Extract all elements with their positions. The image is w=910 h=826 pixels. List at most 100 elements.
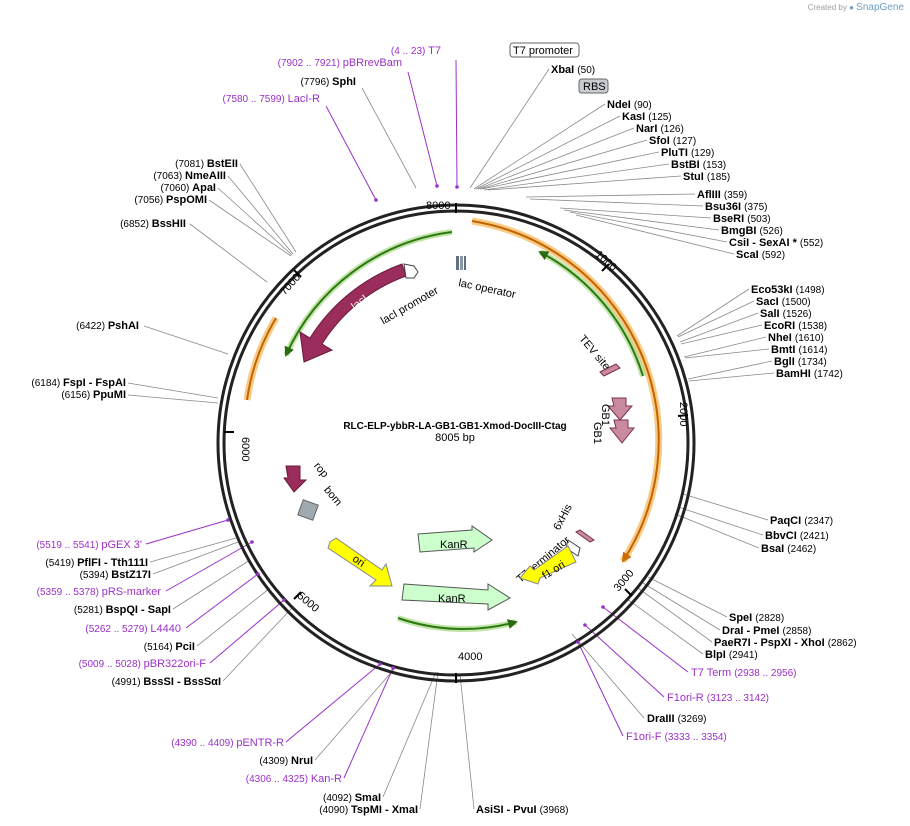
leader-line-drai xyxy=(642,582,721,631)
site-label-sphi: (7796) SphI xyxy=(300,76,356,88)
leader-line-pbr322 xyxy=(209,599,285,664)
site-label-bspqi: (5281) BspQI - SapI xyxy=(74,604,171,616)
site-name-f1orif: F1ori-F xyxy=(626,731,665,743)
site-label-sfoi: SfoI (127) xyxy=(649,135,696,147)
tick-label-6000: 6000 xyxy=(239,437,251,461)
leader-line-bseri xyxy=(559,207,712,219)
site-label-f1orif: F1ori-F (3333 .. 3354) xyxy=(626,731,727,743)
site-label-pluti: PluTI (129) xyxy=(661,147,714,159)
site-name-blpi: BlpI xyxy=(705,649,729,661)
site-name-pentr: pENTR-R xyxy=(236,737,284,749)
site-pos-csii: (552) xyxy=(800,238,823,249)
site-name-pshai: PshAI xyxy=(108,320,139,332)
leader-line-pentr xyxy=(285,663,381,743)
lac-operator-label: lac operator xyxy=(457,277,517,301)
site-label-ppumi: (6156) PpuMI xyxy=(61,389,126,401)
site-label-blpi: BlpI (2941) xyxy=(705,649,758,661)
site-label-bstz17i: (5394) BstZ17I xyxy=(80,569,151,581)
site-label-afliii: AflIII (359) xyxy=(697,189,747,201)
gb1-arrow-2 xyxy=(608,419,636,444)
primer-mark-f1orir xyxy=(583,623,587,627)
site-name-bsshii: BssHII xyxy=(152,218,186,230)
leader-line-kasi xyxy=(475,115,621,190)
tev-site-label: TEV site xyxy=(576,333,612,373)
site-label-nrui: (4309) NruI xyxy=(259,755,313,767)
site-pos-draiii: (3269) xyxy=(678,714,707,725)
tick-label-4000: 4000 xyxy=(458,651,482,663)
site-pos-l4440: (5262 .. 5279) xyxy=(85,624,150,635)
site-name-prs: pRS-marker xyxy=(102,586,162,598)
site-name-fspi: FspI - FspAI xyxy=(63,377,126,389)
site-pos-nari: (126) xyxy=(660,124,683,135)
site-pos-t7: (4 .. 23) xyxy=(391,46,428,57)
site-pos-scai: (592) xyxy=(762,250,785,261)
site-label-bsteii: (7081) BstEII xyxy=(175,158,238,170)
site-name-bbvci: BbvCI xyxy=(765,530,800,542)
bom-box xyxy=(297,499,319,521)
tick-label-8000: 8000 xyxy=(426,200,450,212)
site-pos-sali: (1526) xyxy=(783,309,812,320)
site-pos-drai: (2858) xyxy=(783,626,812,637)
site-pos-f1orif: (3333 .. 3354) xyxy=(665,732,727,743)
green-arc-right xyxy=(538,251,644,377)
site-pos-sphi: (7796) xyxy=(300,77,332,88)
leader-line-pbrrev xyxy=(407,71,438,187)
site-label-stui: StuI (185) xyxy=(683,171,730,183)
site-label-nari: NarI (126) xyxy=(636,123,684,135)
site-name-csii: CsiI - SexAI * xyxy=(729,237,800,249)
leader-line-bmgbi xyxy=(563,209,720,231)
site-label-drai: DraI - PmeI (2858) xyxy=(722,625,811,637)
site-label-bgli: BglI (1734) xyxy=(774,356,827,368)
site-pos-bspqi: (5281) xyxy=(74,605,106,616)
leader-line-afliii xyxy=(525,193,696,198)
leader-line-pgex3 xyxy=(145,519,229,545)
site-name-bseri: BseRI xyxy=(713,213,747,225)
ori-arrow xyxy=(327,537,393,587)
site-label-paqci: PaqCI (2347) xyxy=(770,515,833,527)
site-pos-bgli: (1734) xyxy=(798,357,827,368)
site-pos-smai: (4092) xyxy=(323,793,355,804)
site-label-smai: (4092) SmaI xyxy=(323,792,381,804)
site-label-csii: CsiI - SexAI * (552) xyxy=(729,237,823,249)
site-label-f1orir: F1ori-R (3123 .. 3142) xyxy=(667,692,769,704)
site-label-pcii: (5164) PciI xyxy=(144,641,195,653)
leader-line-f1orif xyxy=(577,641,624,737)
primer-mark-pentr xyxy=(378,662,382,666)
site-name-paqci: PaqCI xyxy=(770,515,804,527)
his-tag-arrow xyxy=(575,529,595,543)
leader-line-kanRp xyxy=(343,667,394,779)
leader-line-nmeaiii xyxy=(227,175,294,255)
site-pos-laciR: (7580 .. 7599) xyxy=(223,94,288,105)
primer-marks xyxy=(226,184,605,670)
leader-line-nhei xyxy=(683,336,767,358)
primer-mark-l4440 xyxy=(256,572,260,576)
site-label-l4440: (5262 .. 5279) L4440 xyxy=(85,623,181,635)
site-label-pbr322: (5009 .. 5028) pBR322ori-F xyxy=(79,658,207,670)
site-pos-bsai: (2462) xyxy=(787,544,816,555)
site-name-t7term: T7 Term xyxy=(691,667,734,679)
site-pos-fspi: (6184) xyxy=(31,378,63,389)
leader-line-l4440 xyxy=(185,573,259,629)
credit-brand: SnapGene xyxy=(856,2,904,13)
site-name-pflfi: PflFI - Tth111I xyxy=(77,557,148,569)
site-label-laciR: (7580 .. 7599) LacI-R xyxy=(223,93,321,105)
ori-label: ori xyxy=(350,553,367,570)
site-pos-bsu36i: (375) xyxy=(744,202,767,213)
leader-line-bspqi xyxy=(172,559,251,610)
primer-mark-f1orif xyxy=(576,640,580,644)
leader-line-t7term xyxy=(602,606,689,673)
leader-line-stui xyxy=(487,175,682,191)
site-name-bgli: BglI xyxy=(774,356,798,368)
site-name-pspomi: PspOMI xyxy=(166,194,207,206)
his-tag-label: 6xHis xyxy=(551,502,575,532)
tick-label-3000: 3000 xyxy=(612,567,637,593)
site-label-bsssi: (4991) BssSI - BssSαI xyxy=(112,676,221,688)
leader-line-bsai xyxy=(674,513,760,549)
leader-line-tspmi xyxy=(419,671,439,810)
site-label-pshai: (6422) PshAI xyxy=(76,320,139,332)
site-pos-pshai: (6422) xyxy=(76,321,108,332)
site-name-drai: DraI - PmeI xyxy=(722,625,783,637)
laci-promoter-label: lacI promoter xyxy=(379,285,441,328)
leader-line-paqci xyxy=(682,493,769,521)
